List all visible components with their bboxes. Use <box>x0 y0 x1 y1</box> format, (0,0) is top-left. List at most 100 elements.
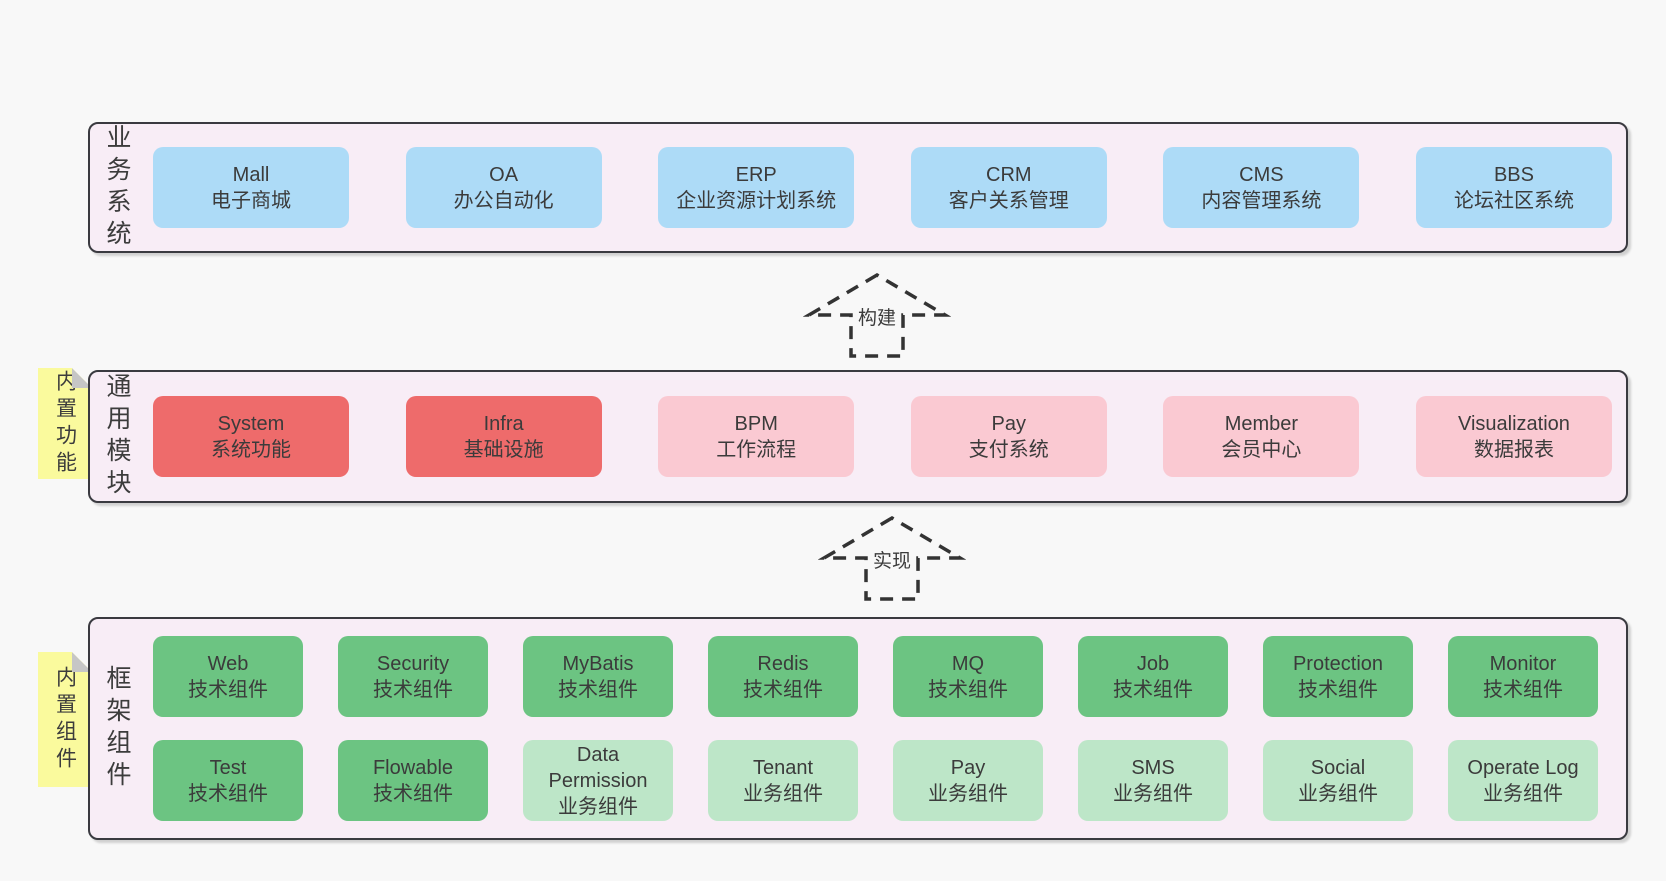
box-subtitle: 技术组件 <box>188 678 268 701</box>
box-title: Tenant <box>752 756 814 779</box>
box-subtitle: 系统功能 <box>211 438 291 461</box>
panel-business-systems: 业务系统 Mall 电子商城 OA 办公自动化 ERP 企业资源计划系统 CRM… <box>88 122 1628 253</box>
box-operate-log: Operate Log 业务组件 <box>1448 740 1598 821</box>
box-subtitle: 内容管理系统 <box>1201 189 1322 212</box>
box-title: Social <box>1310 756 1366 779</box>
box-subtitle: 工作流程 <box>716 438 797 461</box>
box-title: ERP <box>735 163 777 186</box>
box-title: SMS <box>1131 756 1175 779</box>
box-title: System <box>217 412 285 435</box>
arrow-label: 构建 <box>854 302 900 331</box>
box-subtitle: 电子商城 <box>211 189 291 212</box>
box-row: System 系统功能 Infra 基础设施 BPM 工作流程 Pay 支付系统… <box>153 396 1612 477</box>
box-title: Mall <box>232 163 270 186</box>
panel-common-modules: 通用模块 System 系统功能 Infra 基础设施 BPM 工作流程 Pay… <box>88 370 1628 503</box>
box-monitor: Monitor 技术组件 <box>1448 636 1598 717</box>
panel-label: 通用模块 <box>103 372 131 501</box>
box-subtitle: 客户关系管理 <box>948 189 1069 212</box>
panel-rows: Web 技术组件 Security 技术组件 MyBatis 技术组件 Redi… <box>153 619 1612 838</box>
box-title: Flowable <box>372 756 454 779</box>
box-title: MQ <box>951 652 985 675</box>
box-subtitle: 技术组件 <box>1483 678 1563 701</box>
box-bbs: BBS 论坛社区系统 <box>1415 147 1612 228</box>
box-title: Operate Log <box>1467 756 1579 779</box>
arrow-build: 构建 <box>803 271 951 361</box>
box-subtitle: 数据报表 <box>1473 438 1554 461</box>
sticky-note-text: 内置组件 <box>53 665 77 774</box>
box-subtitle: 技术组件 <box>188 782 268 805</box>
box-title: Redis <box>757 652 809 675</box>
box-redis: Redis 技术组件 <box>708 636 858 717</box>
box-mall: Mall 电子商城 <box>153 147 349 228</box>
box-job: Job 技术组件 <box>1078 636 1228 717</box>
panel-label: 业务系统 <box>103 123 131 252</box>
box-subtitle: 业务组件 <box>1298 782 1378 805</box>
box-row: Web 技术组件 Security 技术组件 MyBatis 技术组件 Redi… <box>153 636 1598 717</box>
box-social: Social 业务组件 <box>1263 740 1413 821</box>
box-subtitle: 技术组件 <box>373 782 453 805</box>
dashed-up-arrow-icon <box>803 272 951 358</box>
box-subtitle: 业务组件 <box>743 782 823 805</box>
box-title: CRM <box>986 163 1032 186</box>
box-oa: OA 办公自动化 <box>405 147 602 228</box>
box-title: BBS <box>1493 163 1534 186</box>
box-title: Security <box>376 652 450 675</box>
box-subtitle: 论坛社区系统 <box>1453 189 1574 212</box>
box-title: Infra <box>483 412 524 435</box>
box-tenant: Tenant 业务组件 <box>708 740 858 821</box>
box-title: Visualization <box>1458 412 1570 435</box>
box-subtitle: 业务组件 <box>558 795 638 818</box>
box-subtitle: 技术组件 <box>928 678 1008 701</box>
box-protection: Protection 技术组件 <box>1263 636 1413 717</box>
box-member: Member 会员中心 <box>1163 396 1360 477</box>
box-pay-component: Pay 业务组件 <box>893 740 1043 821</box>
box-subtitle: 企业资源计划系统 <box>676 189 837 212</box>
box-mq: MQ 技术组件 <box>893 636 1043 717</box>
box-infra: Infra 基础设施 <box>405 396 602 477</box>
box-subtitle: 办公自动化 <box>453 189 554 212</box>
box-subtitle: 技术组件 <box>1298 678 1378 701</box>
box-flowable: Flowable 技术组件 <box>338 740 488 821</box>
panel-rows: Mall 电子商城 OA 办公自动化 ERP 企业资源计划系统 CRM 客户关系… <box>153 124 1612 251</box>
box-title: MyBatis <box>562 652 634 675</box>
box-title: Job <box>1136 652 1170 675</box>
box-subtitle: 业务组件 <box>928 782 1008 805</box>
box-sms: SMS 业务组件 <box>1078 740 1228 821</box>
box-row: Test 技术组件 Flowable 技术组件 Data Permission … <box>153 740 1598 821</box>
box-data-permission: Data Permission 业务组件 <box>523 740 673 821</box>
box-pay-module: Pay 支付系统 <box>910 396 1107 477</box>
box-title: Protection <box>1292 652 1384 675</box>
box-title: Pay <box>950 756 986 779</box>
box-subtitle: 技术组件 <box>558 678 638 701</box>
box-security: Security 技术组件 <box>338 636 488 717</box>
box-title: Monitor <box>1489 652 1557 675</box>
arrow-label: 实现 <box>869 545 915 574</box>
box-mybatis: MyBatis 技术组件 <box>523 636 673 717</box>
box-title: OA <box>489 163 519 186</box>
sticky-note-builtin-components: 内置组件 <box>38 652 92 787</box>
box-title: Data Permission <box>548 743 648 792</box>
sticky-note-builtin-features: 内置功能 <box>38 368 92 479</box>
box-title: Member <box>1224 412 1299 435</box>
box-web: Web 技术组件 <box>153 636 303 717</box>
box-subtitle: 业务组件 <box>1483 782 1563 805</box>
box-bpm: BPM 工作流程 <box>658 396 855 477</box>
box-title: Pay <box>991 412 1027 435</box>
dashed-up-arrow-icon <box>818 515 966 601</box>
box-row: Mall 电子商城 OA 办公自动化 ERP 企业资源计划系统 CRM 客户关系… <box>153 147 1612 228</box>
panel-rows: System 系统功能 Infra 基础设施 BPM 工作流程 Pay 支付系统… <box>153 372 1612 501</box>
box-title: Test <box>209 756 247 779</box>
box-subtitle: 业务组件 <box>1113 782 1193 805</box>
panel-framework-components: 框架组件 Web 技术组件 Security 技术组件 MyBatis 技术组件… <box>88 617 1628 840</box>
panel-label: 框架组件 <box>103 664 131 793</box>
box-visualization: Visualization 数据报表 <box>1415 396 1612 477</box>
box-test: Test 技术组件 <box>153 740 303 821</box>
box-subtitle: 支付系统 <box>968 438 1049 461</box>
box-cms: CMS 内容管理系统 <box>1163 147 1360 228</box>
box-title: Web <box>207 652 249 675</box>
box-subtitle: 技术组件 <box>373 678 453 701</box>
box-crm: CRM 客户关系管理 <box>910 147 1107 228</box>
box-system: System 系统功能 <box>153 396 349 477</box>
box-title: CMS <box>1239 163 1284 186</box>
